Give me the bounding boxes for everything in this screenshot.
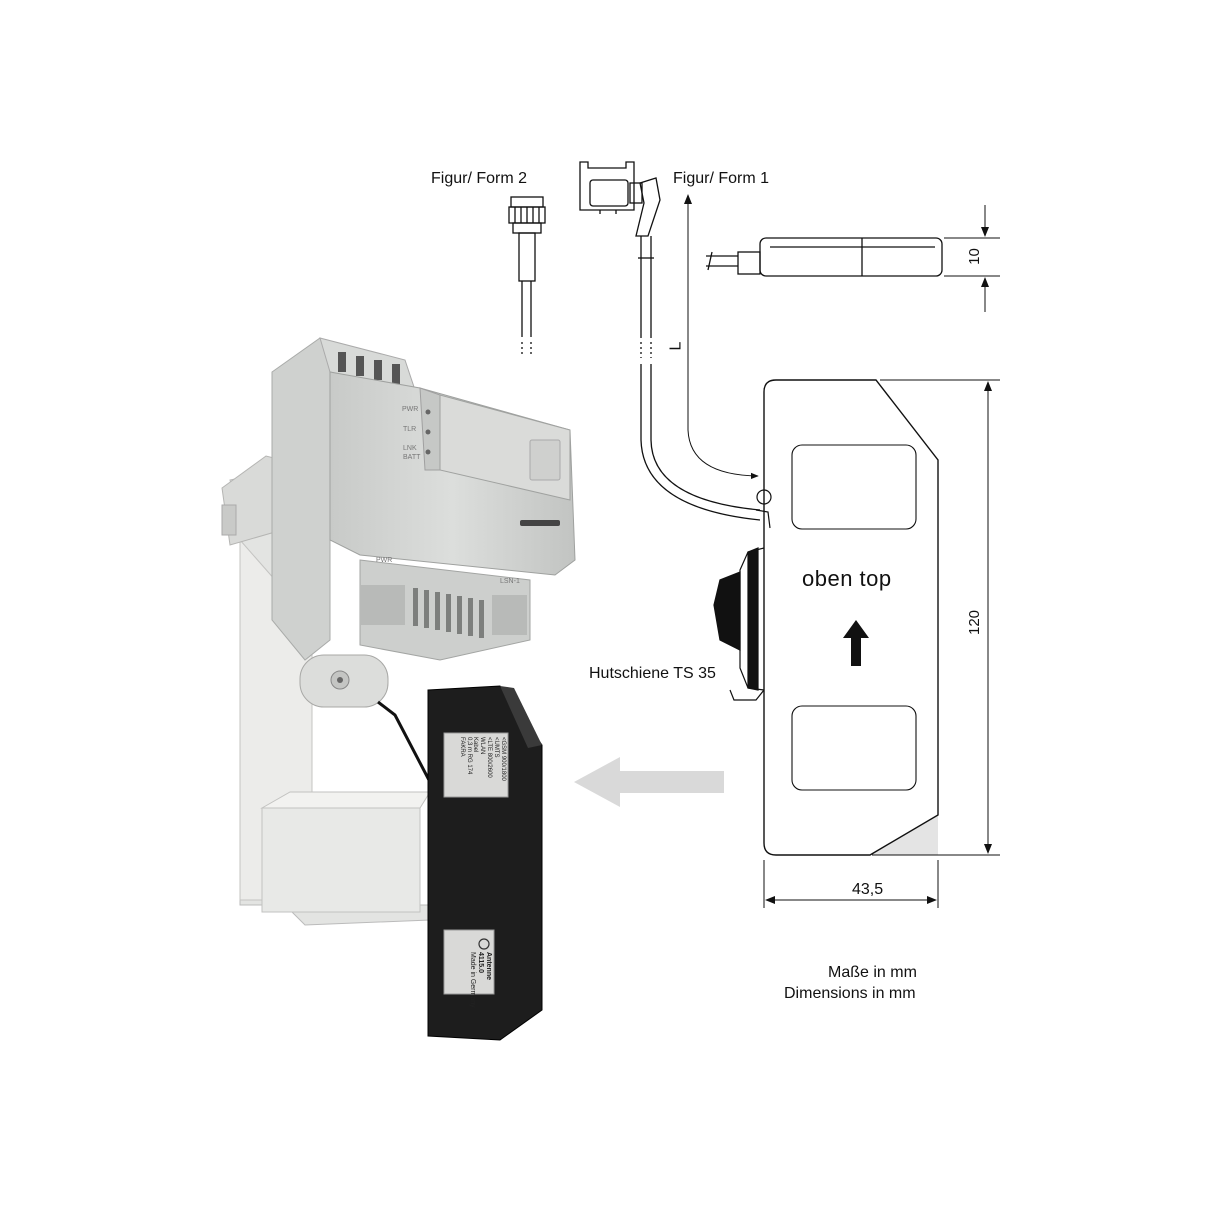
figure-1-label: Figur/ Form 1 [673,170,770,187]
units-label-german: Maße in mm [828,964,917,981]
assembly-direction-arrow [574,757,724,807]
connector-form-1 [579,161,761,521]
led-label-batt: BATT [403,454,421,461]
figure-2-label: Figur/ Form 2 [431,170,528,187]
antenna-spec-label: <GSM 900/1800 <UMTS <LTE 800/2600 WLAN K… [458,737,506,781]
port-label-lsn: LSN-1 [500,578,520,585]
width-dimension [763,860,939,908]
led-label-pwr: PWR [402,406,419,413]
length-label: L [667,341,685,351]
din-rail-device-illustration [221,337,576,1041]
antenna-side-view [706,237,943,277]
up-arrow-icon [843,620,869,666]
led-label-lnk: LNK [403,445,417,452]
units-label-english: Dimensions in mm [784,985,916,1002]
width-value: 43,5 [852,881,884,898]
top-orientation-label: oben top [802,566,892,591]
led-label-tlr: TLR [403,426,417,433]
thickness-dimension [944,205,1000,312]
height-value: 120 [966,609,984,636]
height-dimension [872,379,1000,856]
thickness-value: 10 [965,248,983,265]
antenna-product-label: Antenne 4115.0 Made in Germany [468,952,492,1008]
rail-label: Hutschiene TS 35 [589,665,716,682]
antenna-front-view [763,379,939,856]
length-dimension [684,194,759,480]
connector-form-2 [508,196,546,356]
din-rail-profile [713,489,772,701]
port-label-pwr: PWR [376,557,393,564]
